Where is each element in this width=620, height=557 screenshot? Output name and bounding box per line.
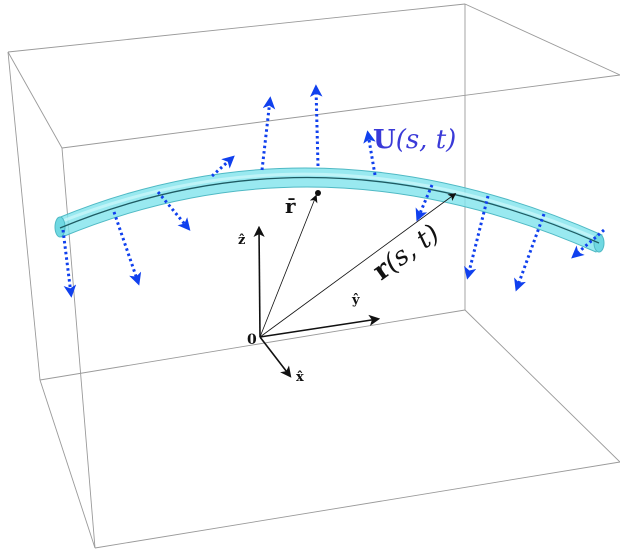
r-st-label-args: (s, t)	[379, 219, 446, 279]
tube-highlight	[59, 172, 601, 242]
box-edge	[39, 309, 466, 381]
displacement-arrow	[415, 184, 434, 222]
tube-body	[57, 167, 603, 253]
x-hat-label: x̂	[296, 370, 304, 385]
z-hat-label: ẑ	[238, 233, 245, 248]
displacement-arrow	[309, 84, 323, 167]
displacement-arrow	[156, 191, 191, 231]
displacement-arrow	[363, 130, 377, 176]
r-bar-label: r̄	[285, 194, 296, 218]
box-edge	[61, 74, 620, 149]
displacement-arrow	[514, 213, 546, 292]
z-axis-arrow	[253, 225, 265, 338]
tube-centerline	[59, 176, 600, 244]
box-edge	[464, 3, 620, 76]
displacement-arrow	[112, 211, 142, 286]
box-edge	[7, 3, 466, 53]
box-edge	[7, 51, 41, 381]
displacement-arrow	[210, 155, 235, 178]
box-edge	[7, 51, 63, 149]
displacement-arrows	[61, 84, 605, 298]
x-axis-arrow	[259, 336, 292, 378]
bounding-box	[7, 3, 620, 549]
centroid-point	[315, 190, 321, 196]
u-label-args: (s, t)	[396, 125, 457, 155]
box-edge	[94, 461, 620, 549]
u-label: U(s, t)	[373, 125, 456, 155]
coordinate-axes	[253, 193, 457, 378]
tube	[54, 167, 605, 253]
r-bar-vector	[259, 194, 318, 338]
r-st-vector	[259, 193, 457, 338]
box-edge	[464, 309, 620, 463]
y-hat-label: ŷ	[351, 293, 360, 308]
u-label-symbol: U	[373, 125, 396, 155]
box-edge	[39, 379, 96, 549]
displacement-arrow	[260, 96, 276, 171]
r-st-label: r(s, t)	[367, 219, 445, 287]
displacement-arrow	[571, 228, 605, 259]
origin-label: 0	[247, 332, 257, 348]
y-axis-arrow	[259, 314, 381, 338]
